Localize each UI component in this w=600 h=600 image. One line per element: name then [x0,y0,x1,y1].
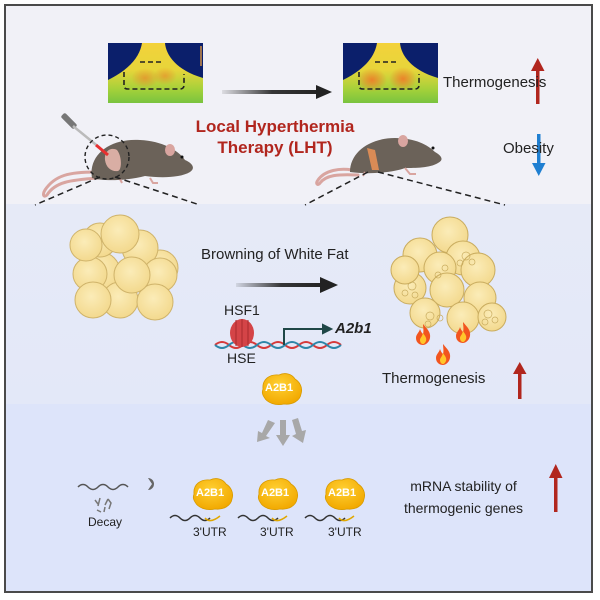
hsf1-protein [230,319,254,347]
thermal-image-after [343,43,438,103]
beige-fat-cells [390,216,507,335]
beige-fat-droplets [401,251,499,328]
browning-arrow [236,277,338,293]
a2b1-binding-2 [237,478,299,522]
transcription-start-arrow [283,323,334,345]
browning-label: Browning of White Fat [201,246,349,263]
treatment-label: Local Hyperthermia Therapy (LHT) [180,116,370,158]
utr-label-3: 3'UTR [328,525,362,539]
a2b1-label-2: A2B1 [261,487,290,499]
utr-label-1: 3'UTR [193,525,227,539]
mrna-stability-line1: mRNA stability of [410,478,517,494]
distribution-arrows [257,418,306,446]
thermogenesis-mid-label: Thermogenesis [382,370,486,387]
obesity-label: Obesity [503,140,554,157]
mouse-treated [42,113,193,198]
mrna-stability-line2: thermogenic genes [403,500,524,516]
treatment-label-line2: Therapy (LHT) [217,138,333,157]
white-fat-cells [69,214,179,321]
utr-label-2: 3'UTR [260,525,294,539]
mrna-stability-up-arrow [549,464,563,512]
hse-label: HSE [227,350,256,366]
thermogenesis-up-arrow [531,58,545,104]
obesity-down-arrow [532,134,546,176]
a2b1-label-3: A2B1 [328,487,357,499]
a2b1-binding-1 [169,478,234,522]
zoom-lines [34,171,506,206]
mouse-lean [315,135,442,186]
mrna-stability-label: mRNA stability of thermogenic genes [386,475,541,519]
a2b1-binding-3 [304,478,366,522]
thermal-image-before [108,43,203,103]
treatment-label-line1: Local Hyperthermia [195,117,355,136]
a2b1-middle-label: A2B1 [265,382,294,394]
hsf1-label: HSF1 [224,302,260,318]
gene-label: A2b1 [335,320,372,337]
treatment-arrow [222,85,332,99]
thermogenesis-mid-up-arrow [513,362,527,399]
decay-label: Decay [88,515,123,529]
thermogenesis-top-label: Thermogenesis [443,74,547,91]
a2b1-label-1: A2B1 [196,487,225,499]
mrna-decay-icon [77,478,154,513]
